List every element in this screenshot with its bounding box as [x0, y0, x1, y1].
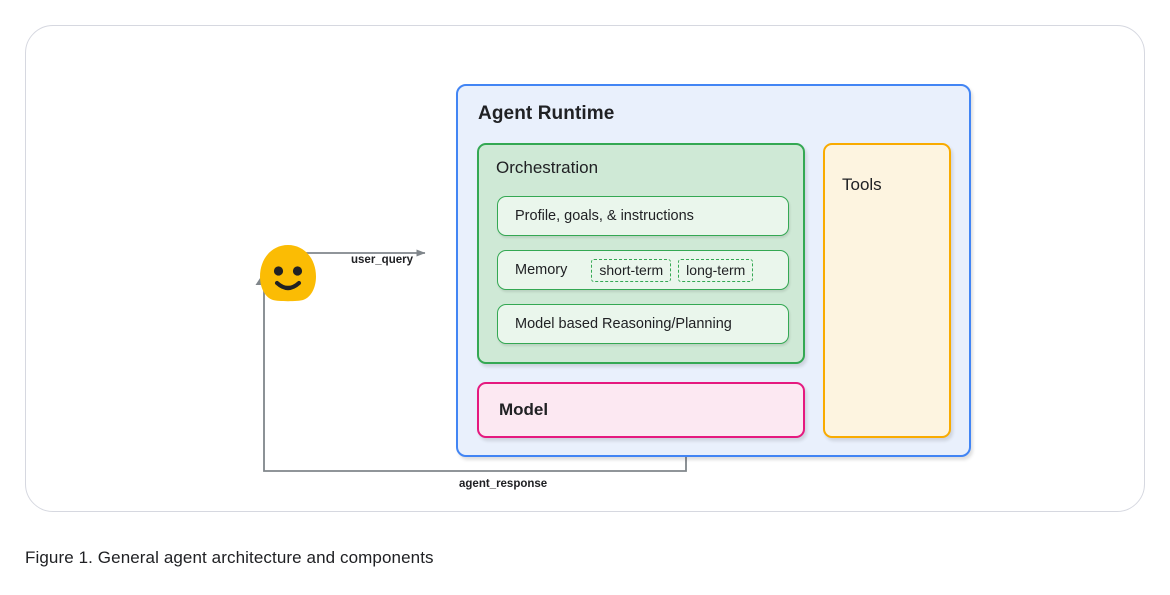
smiley-eye-left-icon — [273, 266, 284, 276]
figure-caption: Figure 1. General agent architecture and… — [25, 548, 434, 567]
orchestration-row-reasoning: Model based Reasoning/Planning — [497, 304, 789, 344]
tools-title: Tools — [842, 175, 882, 194]
agent-runtime-box: Agent Runtime Orchestration Profile, goa… — [456, 84, 971, 457]
figure-card: user_query agent_response Agent Runtime … — [25, 25, 1145, 512]
memory-chip-group: short-term long-term — [591, 258, 754, 282]
smiley-eye-right-icon — [292, 266, 303, 276]
flow-label-agent-response: agent_response — [459, 478, 548, 490]
memory-chip-short-term: short-term — [591, 258, 672, 282]
memory-chip-long-term: long-term — [678, 258, 754, 282]
smiley-mouth-icon — [274, 280, 302, 291]
model-box: Model — [477, 382, 805, 438]
orchestration-title: Orchestration — [496, 158, 599, 177]
agent-runtime-title: Agent Runtime — [478, 103, 615, 124]
orchestration-box: Orchestration Profile, goals, & instruct… — [477, 143, 805, 364]
smiley-face-icon — [260, 245, 316, 302]
user-avatar — [260, 245, 316, 302]
orchestration-row-profile-label: Profile, goals, & instructions — [515, 208, 694, 224]
orchestration-row-reasoning-label: Model based Reasoning/Planning — [515, 316, 732, 332]
orchestration-row-memory-label: Memory — [515, 262, 568, 278]
orchestration-row-profile: Profile, goals, & instructions — [497, 196, 789, 236]
model-label: Model — [499, 400, 549, 419]
tools-box: Tools — [823, 143, 951, 438]
flow-label-user-query: user_query — [351, 254, 414, 266]
orchestration-row-memory: Memory short-term long-term — [497, 250, 789, 290]
